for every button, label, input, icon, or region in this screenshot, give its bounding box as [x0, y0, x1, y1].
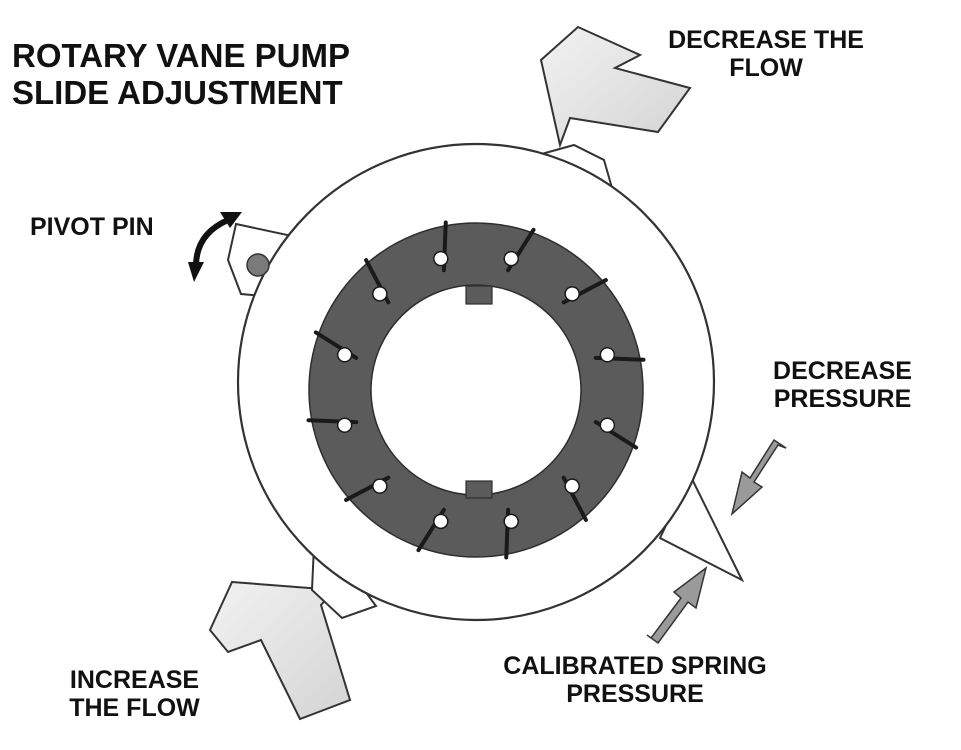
- spring-pressure-arrow: [646, 566, 708, 645]
- increase-flow-line-1: INCREASE: [69, 666, 200, 694]
- vane-slot: [503, 513, 519, 530]
- calibrated-spring-label: CALIBRATED SPRING PRESSURE: [470, 652, 800, 708]
- vane-slot: [336, 347, 353, 363]
- increase-flow-label: INCREASE THE FLOW: [52, 666, 217, 722]
- increase-flow-line-2: THE FLOW: [69, 694, 200, 722]
- vane-group: [306, 220, 646, 560]
- spring-line-2: PRESSURE: [566, 680, 704, 708]
- page-title: ROTARY VANE PUMP SLIDE ADJUSTMENT: [12, 37, 350, 112]
- rotor-ring: [309, 223, 643, 557]
- title-line-1: ROTARY VANE PUMP: [12, 37, 350, 74]
- decrease-pressure-label: DECREASE PRESSURE: [755, 357, 930, 413]
- decrease-flow-line-2: FLOW: [729, 54, 803, 82]
- rotor-inner-edge: [370, 284, 582, 496]
- vane-slot: [599, 417, 616, 433]
- pivot-pin: [246, 253, 270, 277]
- pivot-rotation-arrow: [193, 217, 231, 269]
- pivot-arrowhead-top: [220, 212, 242, 228]
- vane-slot: [372, 286, 388, 302]
- pivot-arrowhead-bottom: [188, 262, 204, 282]
- decrease-pressure-line-1: DECREASE: [773, 357, 912, 385]
- decrease-pressure-arrow: [730, 438, 787, 517]
- vane-slot: [336, 417, 353, 433]
- vane-slot: [372, 478, 388, 494]
- vane-slot: [564, 286, 580, 302]
- vane-slot: [599, 347, 616, 363]
- decrease-flow-line-1: DECREASE THE: [668, 26, 864, 54]
- decrease-pressure-line-2: PRESSURE: [773, 385, 912, 413]
- vane-slot: [433, 250, 449, 267]
- spring-line-1: CALIBRATED SPRING: [503, 652, 767, 680]
- drive-key-bottom: [465, 480, 493, 499]
- decrease-flow-arrow: [539, 25, 692, 149]
- title-line-2: SLIDE ADJUSTMENT: [12, 73, 343, 111]
- drive-key-top: [465, 285, 493, 305]
- decrease-flow-label: DECREASE THE FLOW: [644, 26, 888, 82]
- pivot-pin-label: PIVOT PIN: [30, 213, 154, 241]
- vane-slot: [564, 478, 580, 494]
- vane-slot: [433, 513, 449, 530]
- rotor-outer-edge: [308, 222, 644, 558]
- vane-slot: [503, 250, 519, 267]
